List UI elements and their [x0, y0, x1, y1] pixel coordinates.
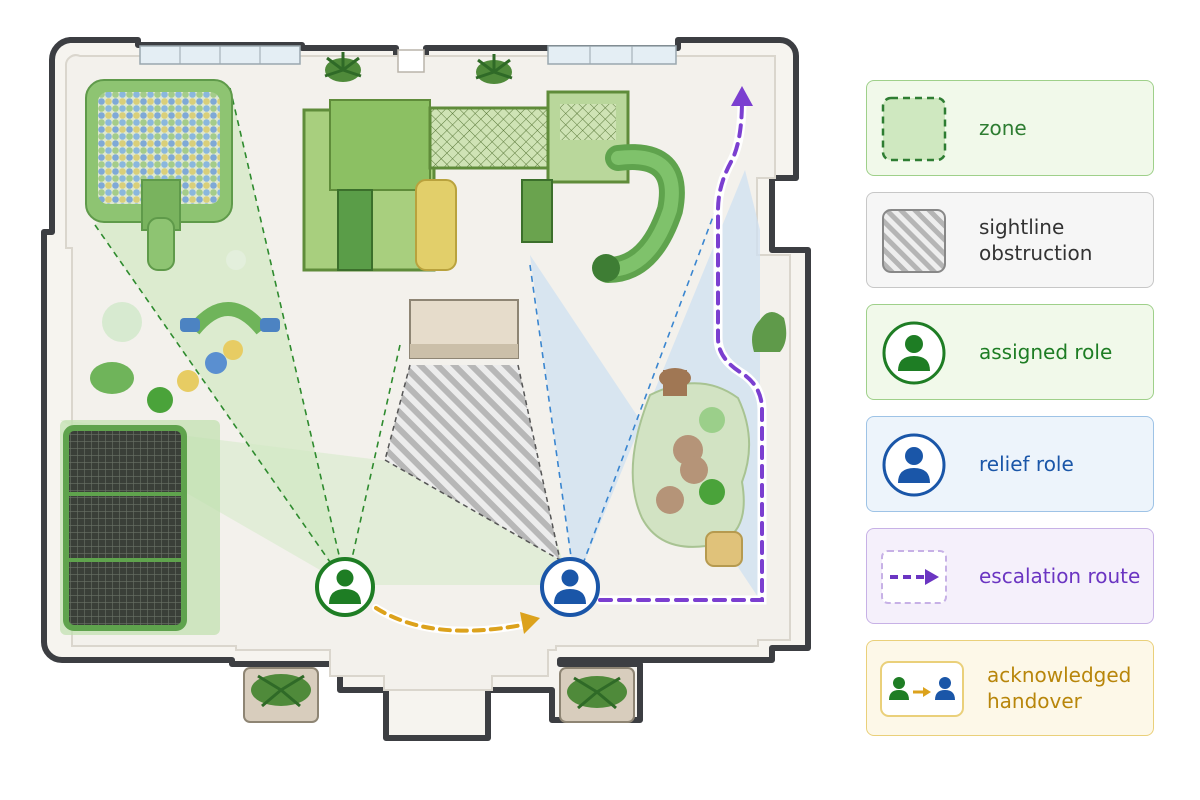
legend-escalation-label: escalation route — [979, 564, 1141, 588]
legend-obstruction: sightline obstruction — [866, 192, 1154, 288]
bottom-planter-left — [243, 667, 319, 723]
legend-escalation: escalation route — [866, 528, 1154, 624]
top-plant-right — [475, 54, 513, 84]
escalation-route — [595, 86, 767, 605]
legend-zone: zone — [866, 80, 1154, 176]
dashed-arrow-icon — [881, 550, 947, 604]
legend-relief: relief role — [866, 416, 1154, 512]
handover-icon — [880, 661, 964, 717]
relief-person-icon — [882, 433, 946, 497]
assigned-person-icon — [882, 321, 946, 385]
top-windows — [139, 45, 677, 73]
hatch-swatch-icon — [882, 209, 946, 273]
legend-obstruction-line2: obstruction — [979, 241, 1093, 265]
central-obstruction — [384, 299, 561, 561]
sensory-area — [631, 311, 787, 567]
legend-handover-line2: handover — [987, 689, 1082, 713]
playroom-floor-plan — [41, 37, 811, 741]
top-plant-left — [324, 52, 362, 82]
legend-handover-label: acknowledged handover — [987, 641, 1131, 735]
legend-relief-label: relief role — [979, 452, 1074, 476]
legend-handover-line1: acknowledged — [987, 663, 1132, 687]
legend-zone-label: zone — [979, 116, 1027, 140]
legend-assigned-label: assigned role — [979, 340, 1113, 364]
handover-arrow — [372, 604, 540, 635]
ball-pit — [85, 79, 233, 271]
legend-obstruction-label: sightline obstruction — [979, 193, 1092, 287]
legend-handover: acknowledged handover — [866, 640, 1154, 736]
net-bed — [60, 420, 220, 635]
zone-swatch-icon — [881, 96, 947, 162]
relief-role-marker — [540, 557, 600, 617]
bottom-planter-right — [559, 667, 635, 723]
play-pads-left — [90, 250, 280, 413]
legend-assigned: assigned role — [866, 304, 1154, 400]
legend-obstruction-line1: sightline — [979, 215, 1065, 239]
assigned-role-marker — [315, 557, 375, 617]
play-structure — [302, 90, 685, 283]
